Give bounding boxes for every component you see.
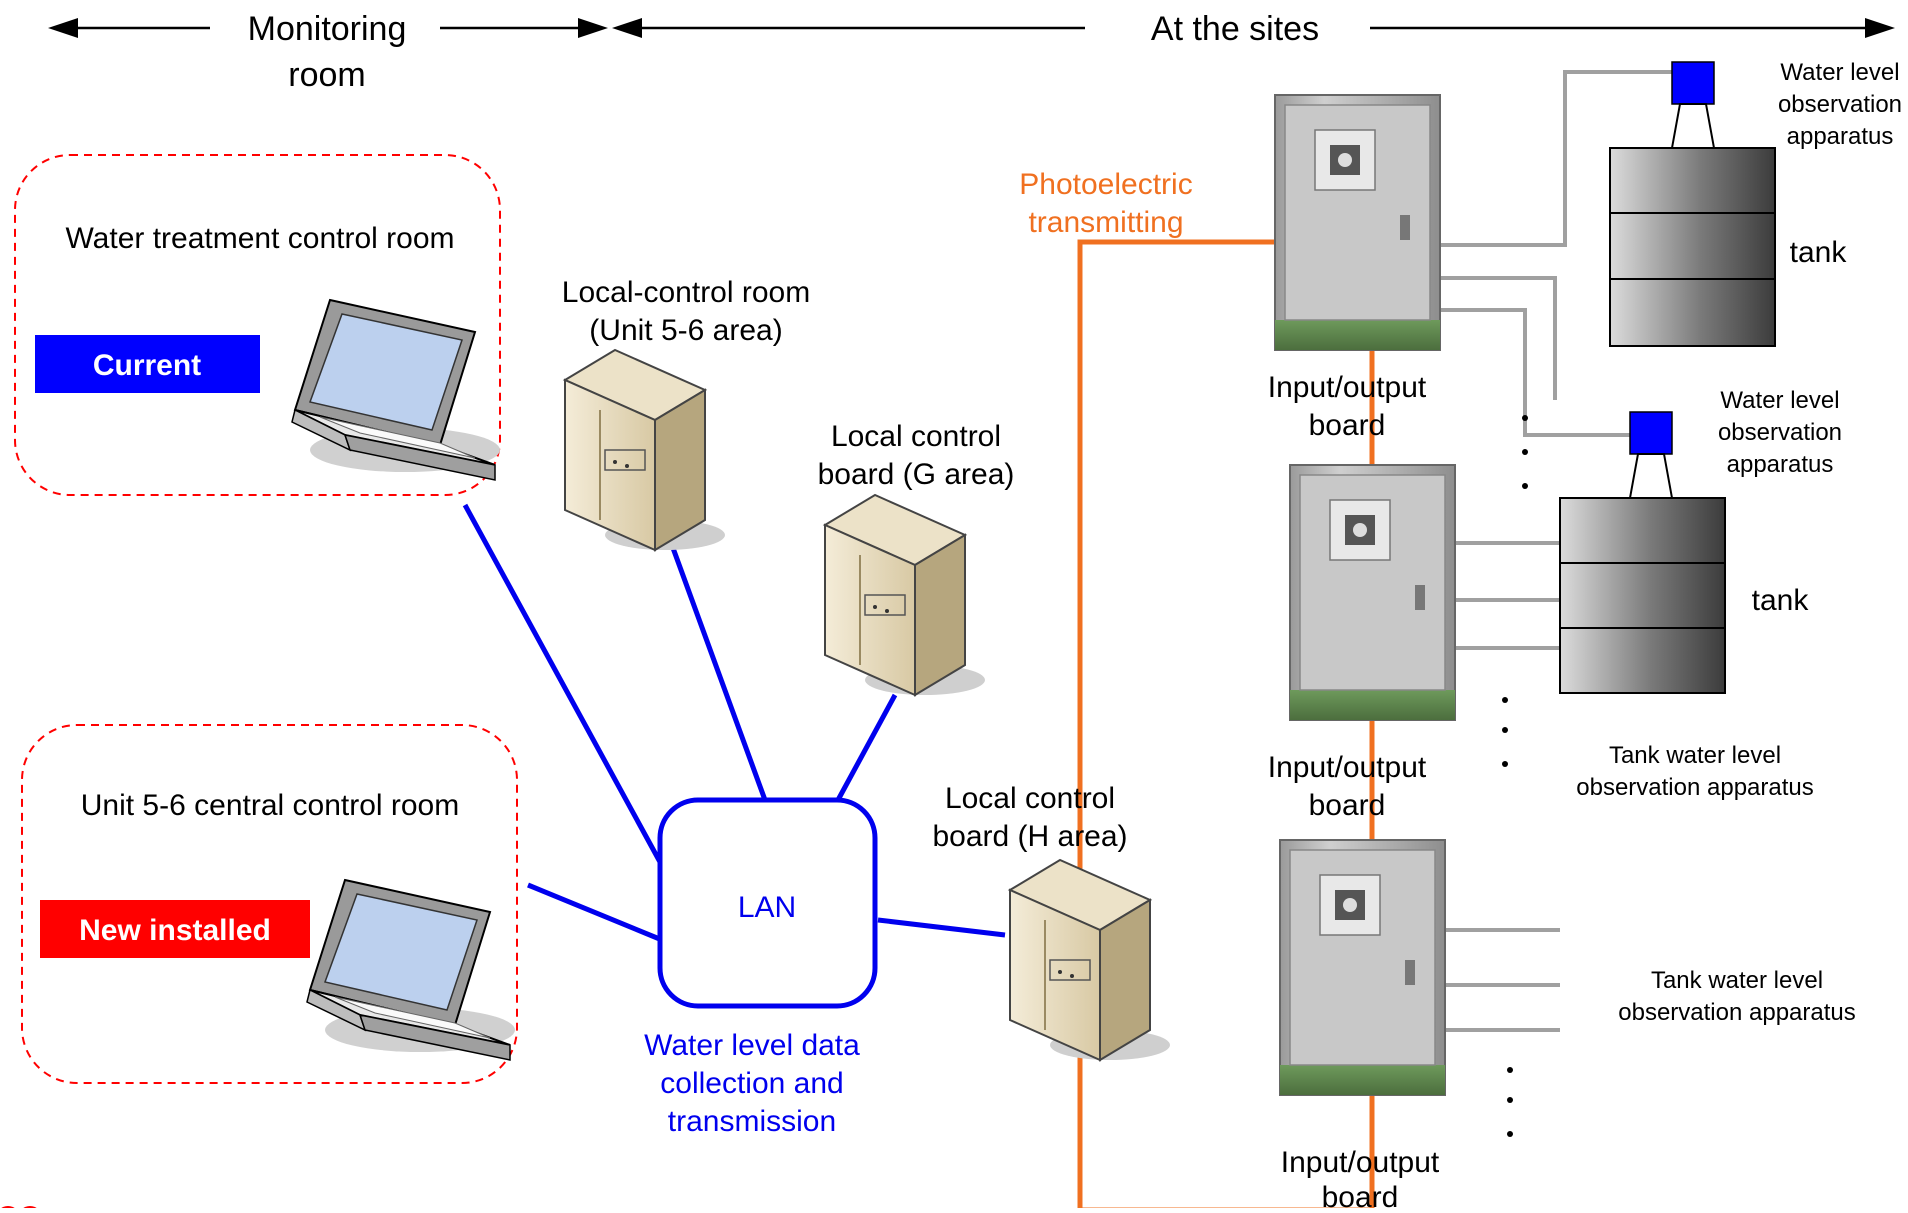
mid-tank-label: tank (1752, 584, 1810, 617)
water-treatment-room: Water treatment control room Current (14, 154, 501, 496)
lan-caption: Water level data (644, 1029, 860, 1062)
top-observation-label-3: apparatus (1787, 123, 1894, 150)
server-icon (822, 493, 985, 697)
mid-observation-label-2: observation (1718, 419, 1842, 446)
local-control-room-label-2: (Unit 5-6 area) (589, 314, 782, 347)
laptop-icon (306, 878, 515, 1061)
photoelectric-label: Photoelectric (1019, 168, 1192, 201)
water-treatment-room-title: Water treatment control room (65, 222, 454, 255)
mid-observation-label: Water level (1720, 387, 1839, 414)
io-board-cabinet (1274, 94, 1441, 351)
io-board-label-2: board (1309, 409, 1386, 442)
tank-level-label: Tank water level (1609, 742, 1781, 769)
io-board-label: Input/output (1268, 751, 1427, 784)
io-board-cabinet (1289, 464, 1456, 721)
central-control-room-title: Unit 5-6 central control room (81, 789, 460, 822)
g-area-label-2: board (G area) (818, 458, 1015, 491)
lan-label: LAN (738, 891, 796, 924)
zone-header (48, 18, 1895, 38)
photoelectric-label-2: transmitting (1028, 206, 1183, 239)
current-badge-label: Current (93, 349, 201, 382)
current-badge (35, 335, 260, 393)
lan-caption-2: collection and (660, 1067, 843, 1100)
mid-observation-label-3: apparatus (1727, 451, 1834, 478)
signal-lines (1440, 70, 1690, 1032)
tank-level-label: Tank water level (1651, 967, 1823, 994)
h-area-label: Local control (945, 782, 1115, 815)
new-installed-badge-label: New installed (79, 914, 271, 947)
io-board-label: Input/output (1268, 371, 1427, 404)
laptop-icon (291, 298, 500, 481)
tank-icon (1609, 147, 1776, 347)
monitoring-room-label-2: room (288, 56, 365, 94)
top-tank-label: tank (1790, 236, 1848, 269)
water-level-sensor-icon (1670, 61, 1716, 149)
io-board-label-2: board (1309, 789, 1386, 822)
io-board-label-2: board (1322, 1181, 1399, 1208)
central-control-room: Unit 5-6 central control room New instal… (21, 724, 518, 1084)
new-installed-badge (40, 900, 310, 958)
g-area-label: Local control (831, 420, 1001, 453)
water-level-sensor-icon (1628, 411, 1674, 499)
lan-caption-3: transmission (668, 1105, 836, 1138)
at-the-sites-label: At the sites (1151, 10, 1319, 48)
h-area-label-2: board (H area) (932, 820, 1127, 853)
io-board-cabinet (1279, 839, 1446, 1096)
tank-level-label-2: observation apparatus (1576, 774, 1814, 801)
monitoring-room-label: Monitoring (248, 10, 407, 48)
tank-level-label-2: observation apparatus (1618, 999, 1856, 1026)
lan-box (657, 797, 878, 1009)
top-observation-label: Water level (1780, 59, 1899, 86)
local-control-room-label: Local-control room (562, 276, 810, 309)
tank-icon (1559, 497, 1726, 694)
continuation-dots (1502, 415, 1528, 1137)
io-board-label: Input/output (1281, 1146, 1440, 1179)
lan-links (462, 503, 1006, 943)
server-icon (1007, 858, 1170, 1062)
top-observation-label-2: observation (1778, 91, 1902, 118)
server-icon (562, 348, 725, 552)
